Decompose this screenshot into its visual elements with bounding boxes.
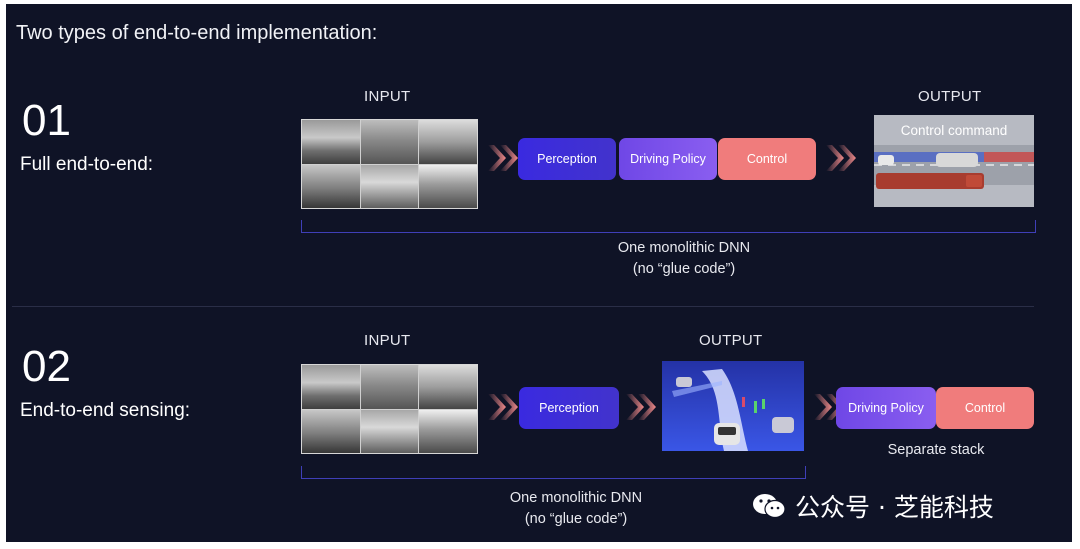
slide-title: Two types of end-to-end implementation: [16, 22, 378, 44]
section1-dnn-line1: One monolithic DNN [617, 240, 751, 256]
section2-perception-box: Perception [519, 387, 619, 429]
section1-dnn-line2: (no “glue code”) [632, 261, 736, 277]
section1-output-image: Control command [874, 115, 1034, 207]
watermark-text: 公众号 · 芝能科技 [795, 493, 994, 522]
section1-input-label: INPUT [364, 88, 411, 105]
section2-arrow-icon-1 [488, 394, 518, 420]
section-divider [12, 306, 1034, 307]
section2-input-label: INPUT [364, 332, 411, 349]
section1-driving-policy-box: Driving Policy [619, 138, 717, 180]
road-scene-illustration [874, 115, 1034, 207]
watermark: 公众号 · 芝能科技 [751, 488, 994, 524]
wechat-icon [753, 494, 786, 519]
section2-number: 02 [22, 342, 71, 391]
section2-dnn-bracket [301, 466, 806, 479]
section2-dnn-line2: (no “glue code”) [524, 511, 628, 527]
section2-label: End-to-end sensing: [20, 400, 191, 421]
section1-perception-box: Perception [518, 138, 616, 180]
section2-output-label: OUTPUT [699, 332, 763, 349]
section2-control-box: Control [936, 387, 1034, 429]
section2-arrow-icon-2 [626, 394, 656, 420]
3d-perception-scene-illustration [662, 361, 804, 451]
section2-camera-input-image [301, 364, 478, 454]
section2-output-image [662, 361, 804, 451]
section2-driving-policy-box: Driving Policy [836, 387, 936, 429]
section1-dnn-caption: One monolithic DNN (no “glue code”) [534, 238, 834, 280]
section1-dnn-bracket [301, 220, 1036, 233]
section1-label: Full end-to-end: [20, 154, 154, 175]
section1-camera-input-image [301, 119, 478, 209]
section1-arrow-icon-1 [488, 145, 518, 171]
section1-arrow-icon-2 [826, 145, 856, 171]
section1-control-box: Control [718, 138, 816, 180]
section1-number: 01 [22, 96, 71, 145]
slide: Two types of end-to-end implementation: … [6, 4, 1072, 542]
section1-output-label: OUTPUT [918, 88, 982, 105]
section1-output-caption: Control command [900, 123, 1008, 138]
section2-stack-caption: Separate stack [887, 442, 985, 458]
section2-dnn-caption: One monolithic DNN (no “glue code”) [426, 488, 726, 530]
section2-dnn-line1: One monolithic DNN [509, 490, 643, 506]
